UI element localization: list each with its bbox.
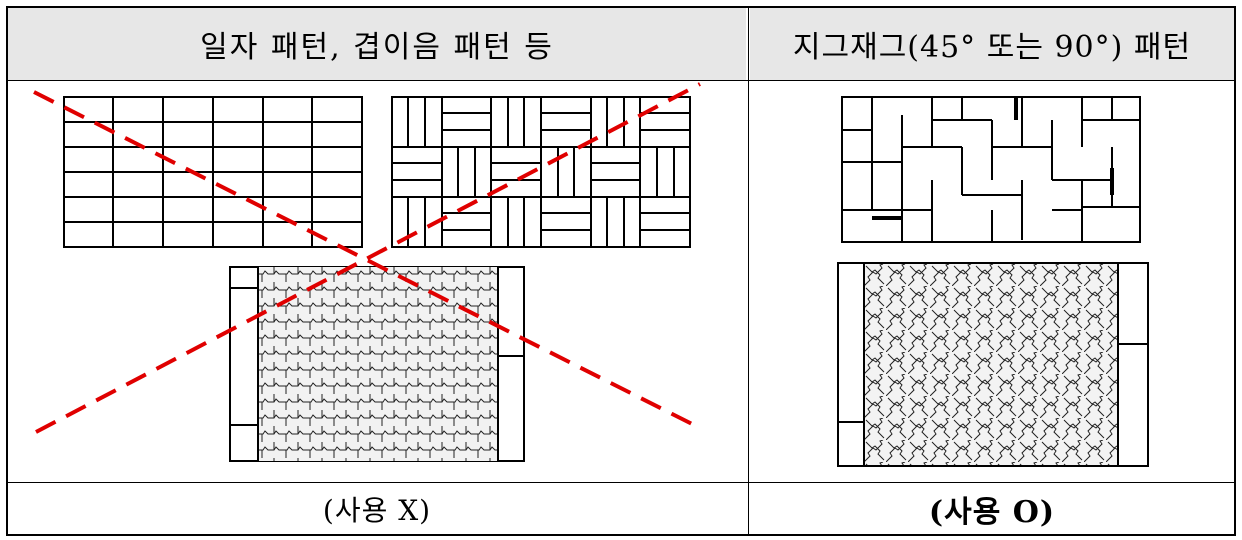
header-straight-pattern: 일자 패턴, 겹이음 패턴 등 [8,8,746,80]
label-not-used: (사용 X) [322,494,432,527]
header-divider [6,80,1236,81]
basket-weave-pattern [391,96,691,248]
stack-bond-pattern [63,96,363,248]
herringbone-pattern [841,96,1141,243]
interlocking-paver-zigzag [837,262,1149,467]
label-used: (사용 O) [928,495,1056,530]
interlocking-paver-straight [229,266,525,462]
column-divider [748,6,749,536]
not-allowed-cross-mark [33,82,701,434]
table-frame [6,6,1236,536]
header-zigzag-pattern: 지그재그(45° 또는 90°) 패턴 [750,8,1234,80]
footer-divider [6,482,1236,483]
